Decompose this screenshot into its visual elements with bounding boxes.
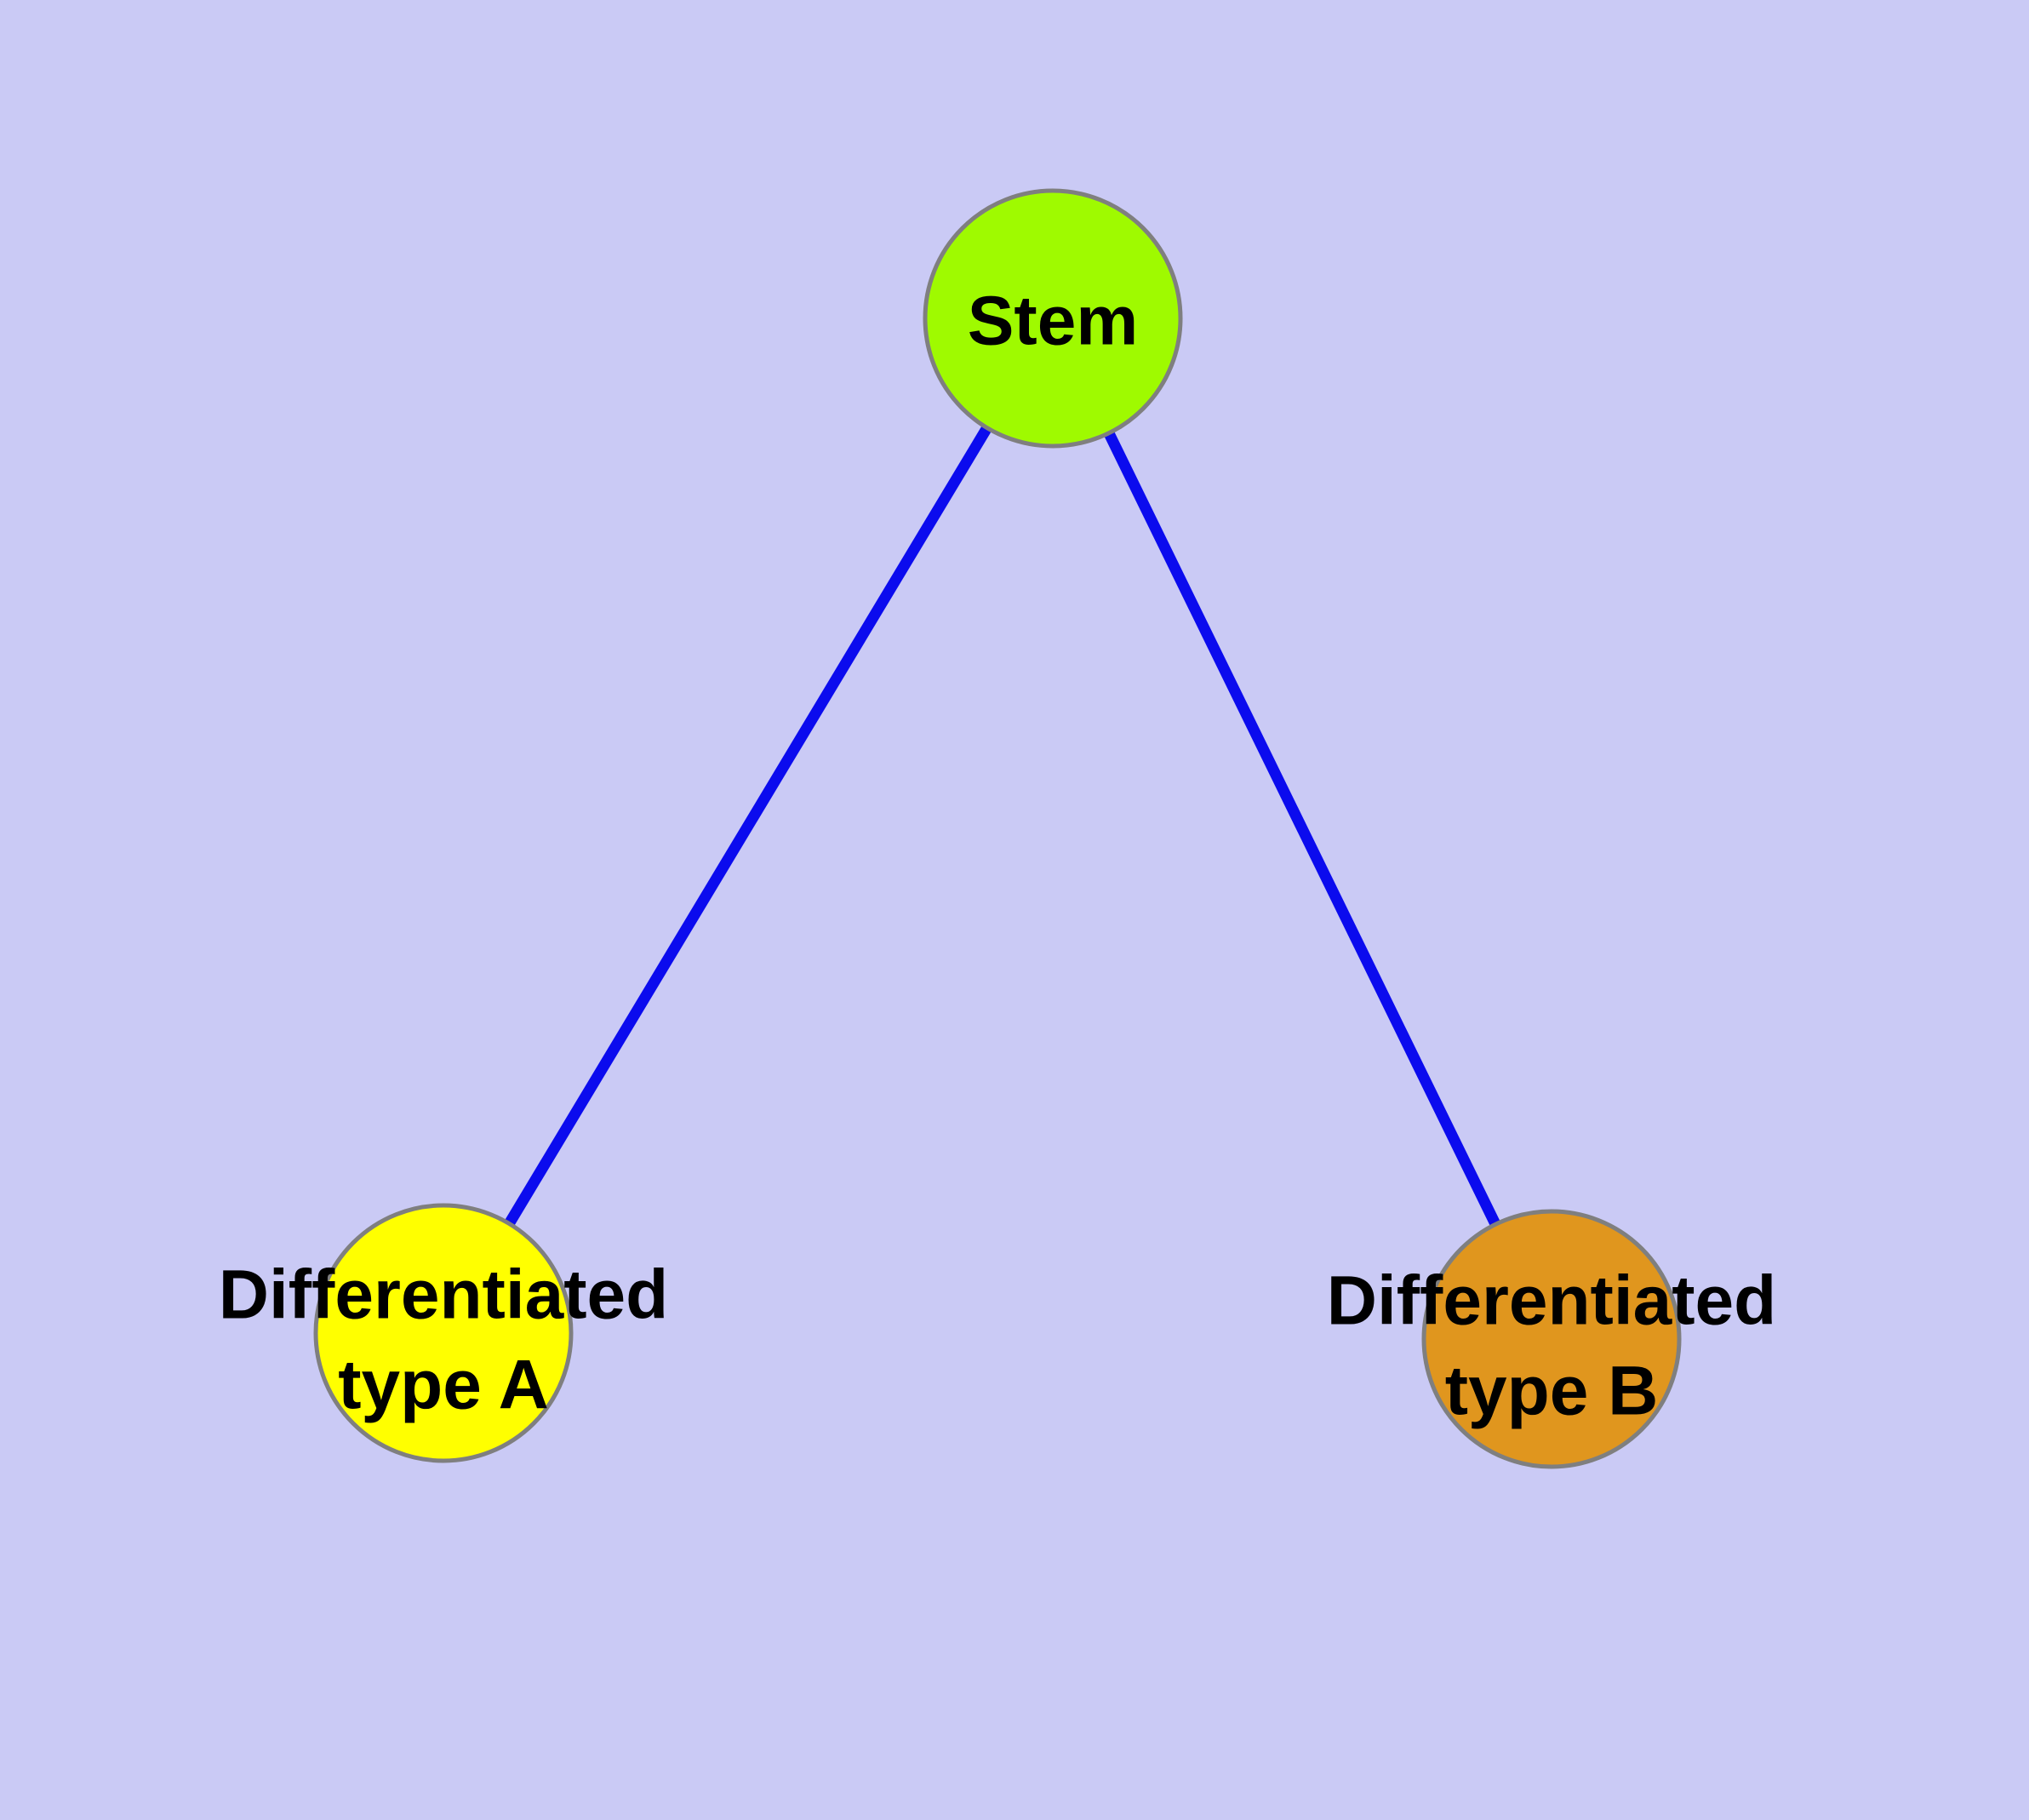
type-a-node-label-line1: Differentiated	[219, 1256, 669, 1334]
node-differentiated-type-a: Differentiated type A	[219, 1203, 669, 1463]
type-b-node-circle	[1421, 1209, 1682, 1469]
edge-stem-to-type-b	[1048, 316, 1557, 1342]
type-a-node-label-line2: type A	[338, 1347, 549, 1424]
edge-stem-to-type-a	[438, 315, 1058, 1336]
type-b-node-label-line1: Differentiated	[1327, 1262, 1777, 1340]
type-b-node-label-line2: type B	[1445, 1353, 1659, 1430]
stem-node-circle	[923, 188, 1183, 449]
stem-node-label: Stem	[968, 283, 1139, 360]
node-differentiated-type-b: Differentiated type B	[1327, 1209, 1777, 1469]
node-stem: Stem	[923, 188, 1183, 449]
type-a-node-circle	[313, 1203, 574, 1463]
